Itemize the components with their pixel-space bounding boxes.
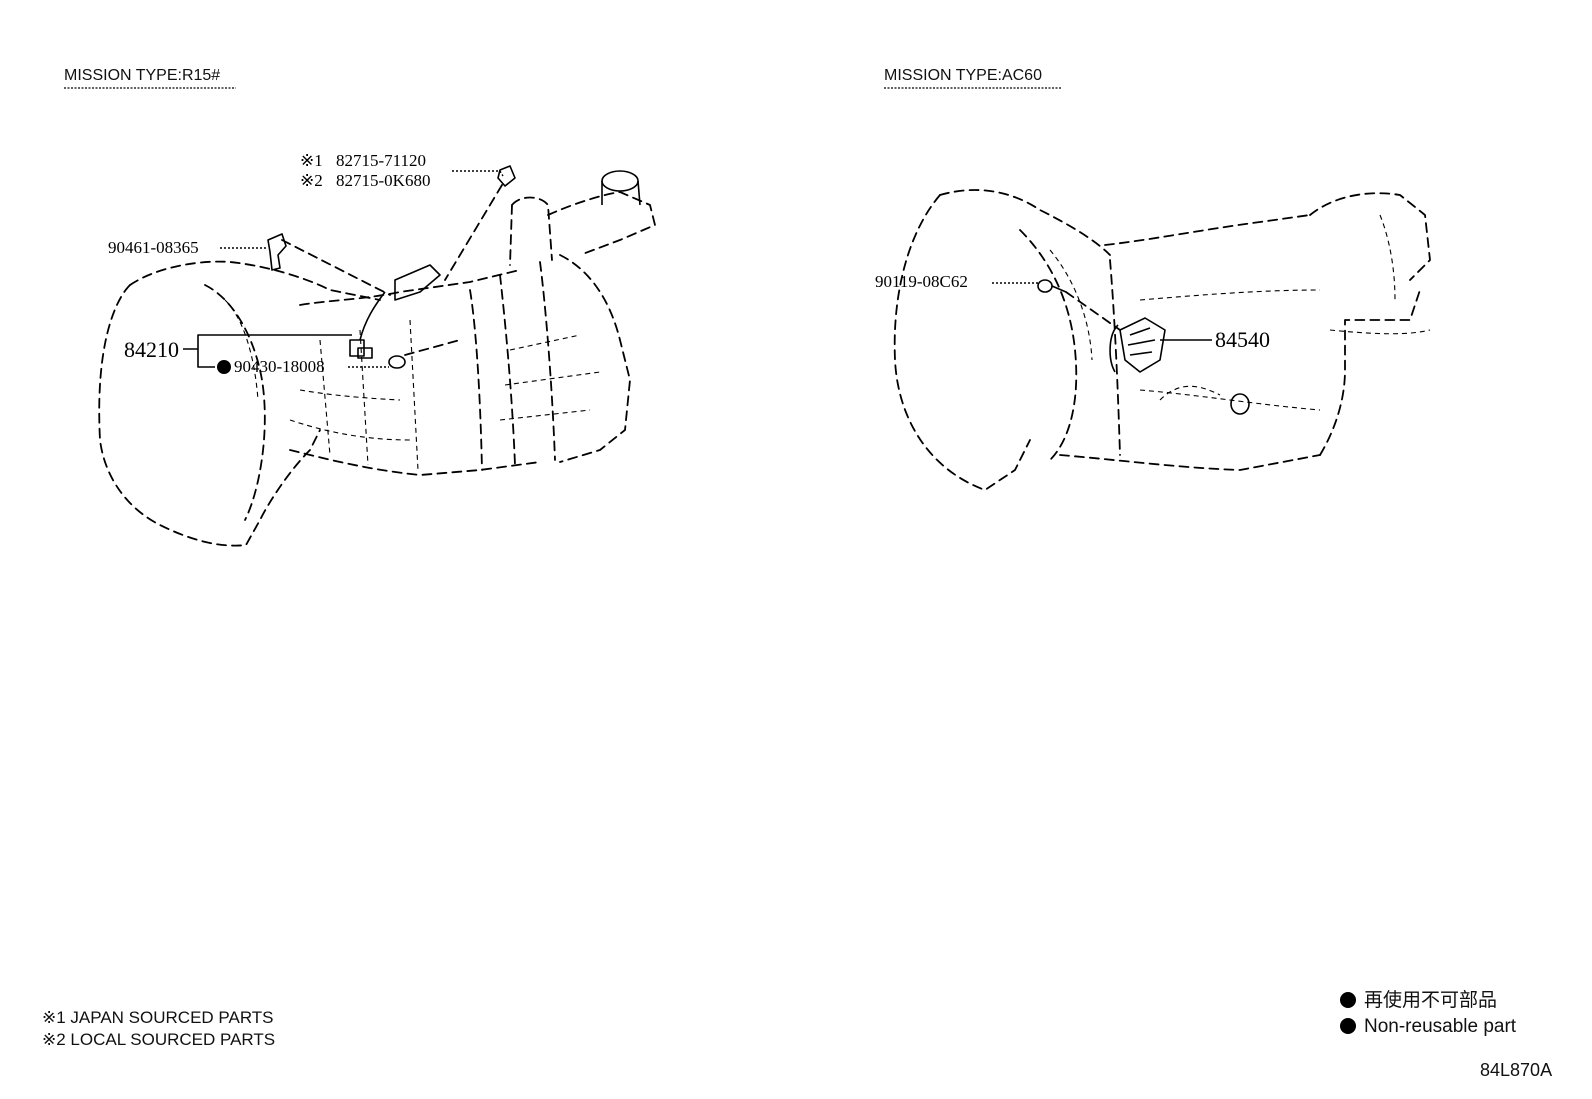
- part-number-84210: 84210: [124, 337, 179, 362]
- legend-non-reusable-jp: 再使用不可部品: [1364, 989, 1497, 1011]
- sensor-harness: [359, 291, 386, 341]
- right-section-header: MISSION TYPE:AC60: [884, 67, 1042, 84]
- diagram-code: 84L870A: [1480, 1060, 1552, 1080]
- part-mark-local: ※2: [300, 171, 323, 190]
- bracket-leader-84210: [183, 334, 352, 368]
- clamp-part: [267, 233, 287, 271]
- part-number-90461-08365: 90461-08365: [108, 238, 199, 257]
- legend-non-reusable-en: Non-reusable part: [1364, 1016, 1517, 1037]
- part-number-90430-18008: 90430-18008: [234, 357, 325, 376]
- o-ring-part: [388, 355, 406, 369]
- manual-transmission-illustration: [98, 165, 656, 547]
- part-mark-jp: ※1: [300, 151, 323, 170]
- case-boss: [1230, 393, 1250, 415]
- sensor-bracket: [394, 264, 441, 301]
- legend-dot-jp: [1340, 992, 1356, 1008]
- shift-lever-boss: [601, 170, 639, 192]
- non-reusable-marker: [217, 360, 231, 374]
- left-section-header: MISSION TYPE:R15#: [64, 67, 220, 84]
- legend-dot-en: [1340, 1018, 1356, 1034]
- speed-sensor-part: [349, 339, 373, 359]
- part-number-90119-08C62: 90119-08C62: [875, 272, 968, 291]
- automatic-transmission-illustration: [893, 189, 1431, 491]
- part-number-82715-71120: 82715-71120: [336, 151, 426, 170]
- bolt-part: [1037, 279, 1067, 293]
- clip-part: [497, 165, 516, 187]
- leader-clip: [452, 170, 504, 177]
- footnote-local-sourced: ※2 LOCAL SOURCED PARTS: [42, 1030, 275, 1049]
- footnote-japan-sourced: ※1 JAPAN SOURCED PARTS: [42, 1008, 274, 1027]
- part-number-82715-0K680: 82715-0K680: [336, 171, 430, 190]
- part-number-84540: 84540: [1215, 327, 1270, 352]
- neutral-start-switch-part: [1109, 317, 1166, 373]
